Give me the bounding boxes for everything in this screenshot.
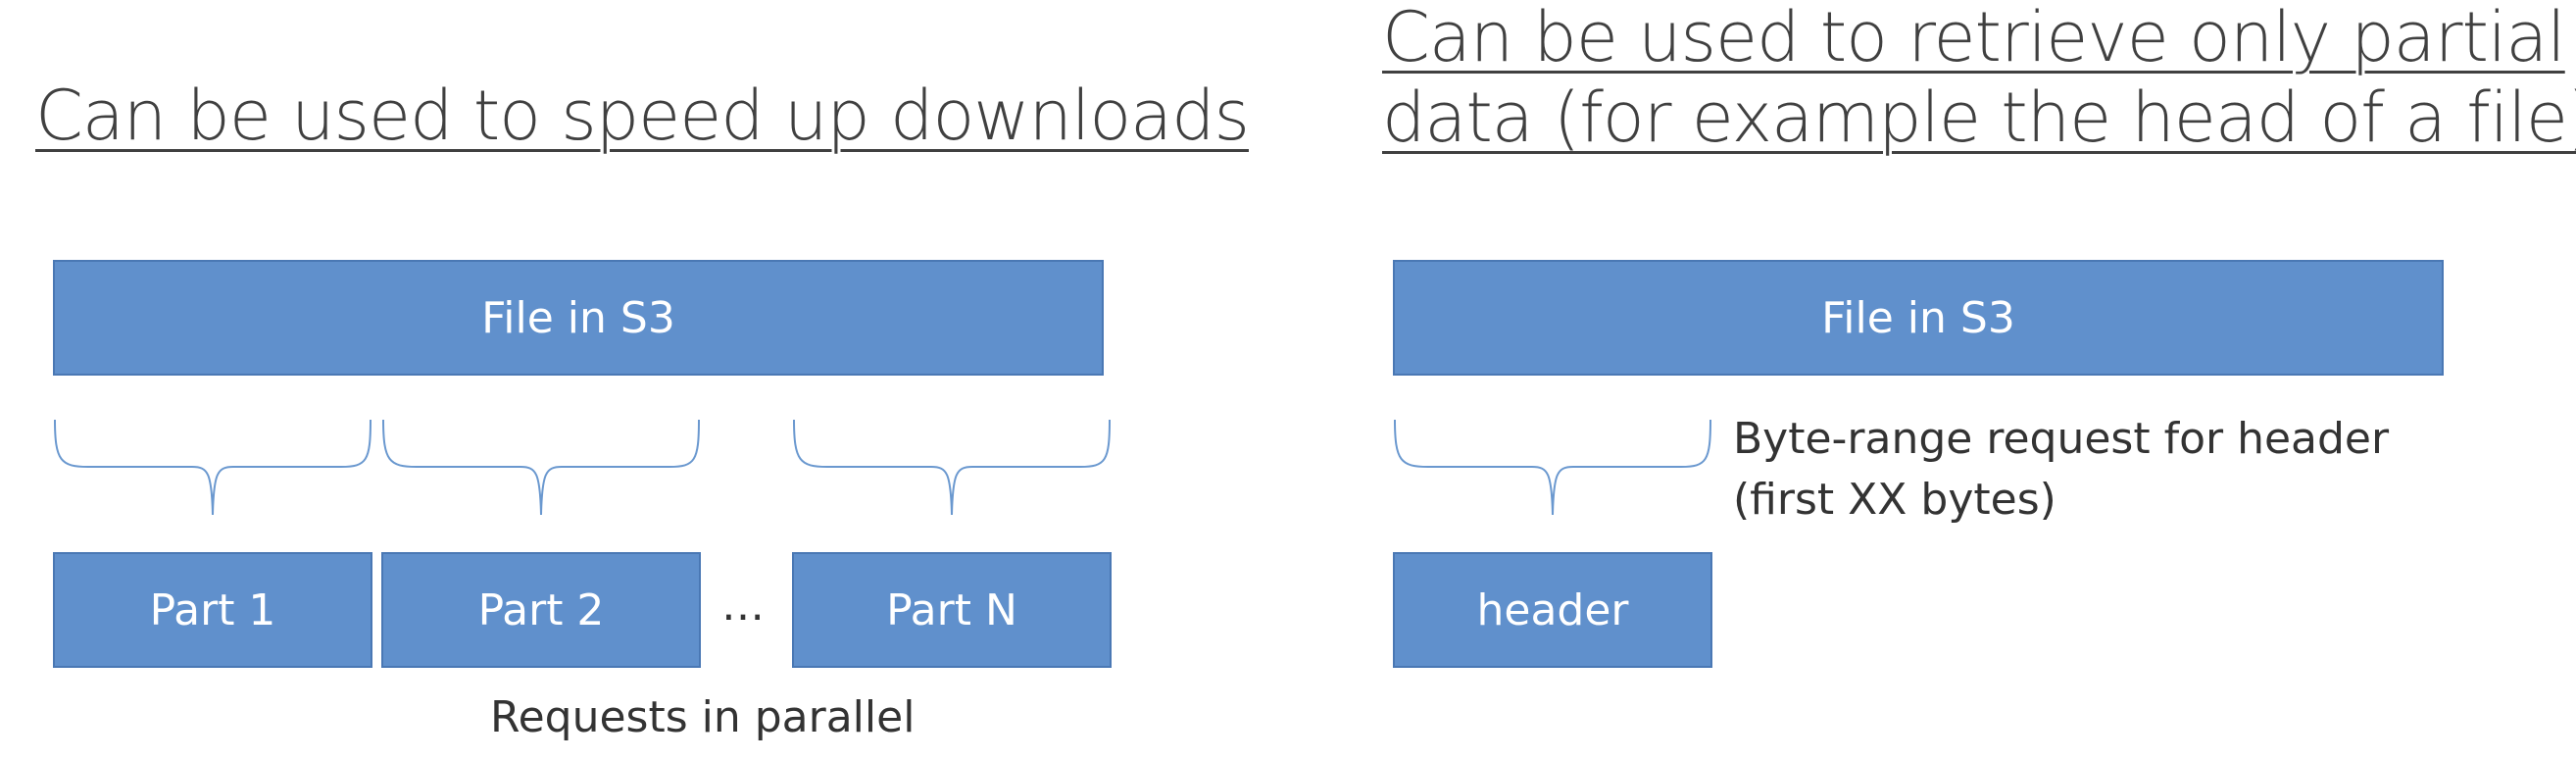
byte-range-request-line1: Byte-range request for header bbox=[1733, 414, 2390, 464]
brace-part-1 bbox=[54, 419, 372, 516]
part-n-label: Part N bbox=[886, 584, 1017, 635]
part-1-label: Part 1 bbox=[149, 584, 276, 635]
brace-header bbox=[1394, 419, 1711, 516]
header-label: header bbox=[1476, 584, 1629, 635]
part-n-box: Part N bbox=[792, 552, 1112, 668]
part-2-label: Part 2 bbox=[477, 584, 605, 635]
right-file-label: File in S3 bbox=[1821, 292, 2015, 343]
left-file-label: File in S3 bbox=[481, 292, 675, 343]
left-heading: Can be used to speed up downloads bbox=[35, 76, 1250, 156]
part-2-box: Part 2 bbox=[381, 552, 701, 668]
part-1-box: Part 1 bbox=[53, 552, 372, 668]
right-heading-line1: Can be used to retrieve only partial bbox=[1382, 0, 2566, 77]
brace-part-2 bbox=[382, 419, 700, 516]
byte-range-request-line2: (first XX bytes) bbox=[1733, 475, 2056, 525]
parallel-caption: Requests in parallel bbox=[490, 692, 916, 742]
right-heading-line2: data (for example the head of a file) bbox=[1382, 77, 2576, 158]
right-file-box: File in S3 bbox=[1393, 260, 2444, 376]
brace-part-n bbox=[793, 419, 1111, 516]
left-file-box: File in S3 bbox=[53, 260, 1104, 376]
parts-ellipsis: … bbox=[721, 581, 765, 631]
header-box: header bbox=[1393, 552, 1712, 668]
